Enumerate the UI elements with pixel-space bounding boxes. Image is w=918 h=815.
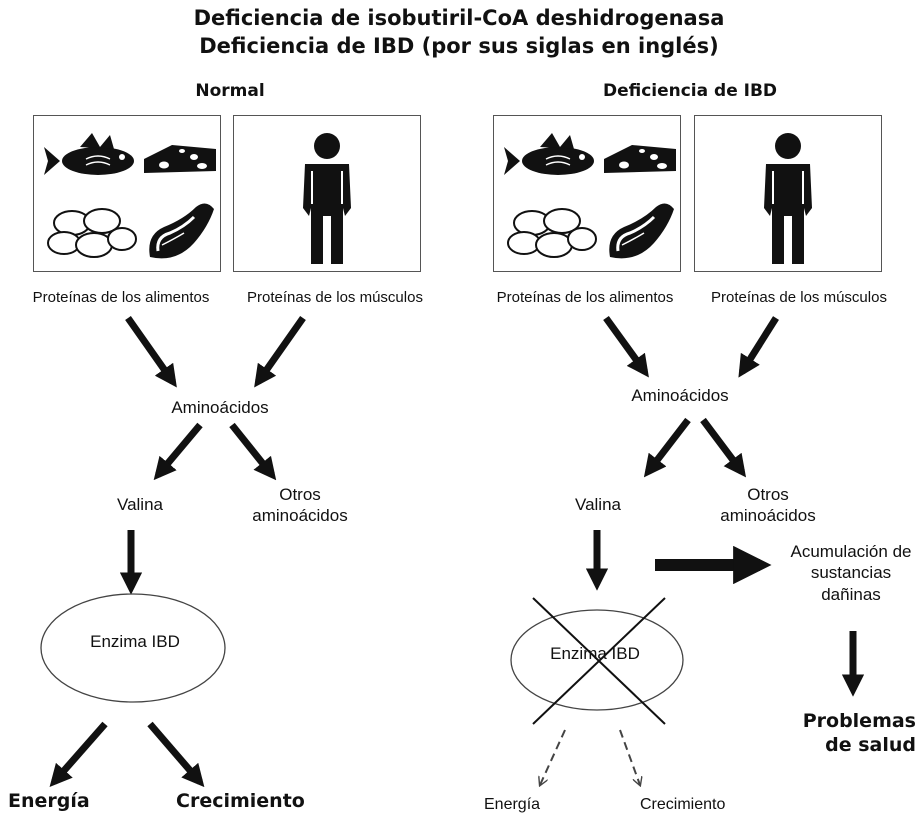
normal-enzyme-ellipse xyxy=(40,593,226,703)
deficiency-enzyme-ellipse xyxy=(510,609,684,711)
deficiency-flow-arrows xyxy=(540,315,865,785)
deficiency-aminoacids-label: Aminoácidos xyxy=(631,386,729,405)
deficiency-heading: Deficiencia de IBD xyxy=(602,81,778,101)
normal-muscle-label: Proteínas de los músculos xyxy=(247,289,423,306)
deficiency-food-label: Proteínas de los alimentos xyxy=(496,289,674,306)
deficiency-growth-label: Crecimiento xyxy=(640,796,726,813)
diagram-subtitle: Deficiencia de IBD (por sus siglas en in… xyxy=(199,34,719,58)
deficiency-muscle-label: Proteínas de los músculos xyxy=(711,289,887,306)
normal-energy-label: Energía xyxy=(8,790,90,812)
normal-aminoacids-label: Aminoácidos xyxy=(171,398,269,417)
normal-flow-arrows xyxy=(49,315,306,788)
deficiency-energy-label: Energía xyxy=(484,796,541,813)
enzyme-cross-mark xyxy=(532,597,666,725)
health-problems-label: Problemas de salud xyxy=(802,710,916,756)
normal-food-label: Proteínas de los alimentos xyxy=(32,289,210,306)
deficiency-enzyme-label: Enzima IBD xyxy=(550,644,640,663)
deficiency-other-aa-label: Otros aminoácidos xyxy=(720,485,816,526)
normal-heading: Normal xyxy=(195,81,265,101)
normal-growth-label: Crecimiento xyxy=(176,790,305,812)
normal-enzyme-label: Enzima IBD xyxy=(90,632,180,651)
diagram-title: Deficiencia de isobutiril-CoA deshidroge… xyxy=(193,6,725,30)
normal-other-aa-label: Otros aminoácidos xyxy=(252,485,348,526)
deficiency-valine-label: Valina xyxy=(575,495,621,514)
normal-valine-label: Valina xyxy=(117,495,163,514)
accumulation-label: Acumulación de sustancias dañinas xyxy=(790,542,912,604)
